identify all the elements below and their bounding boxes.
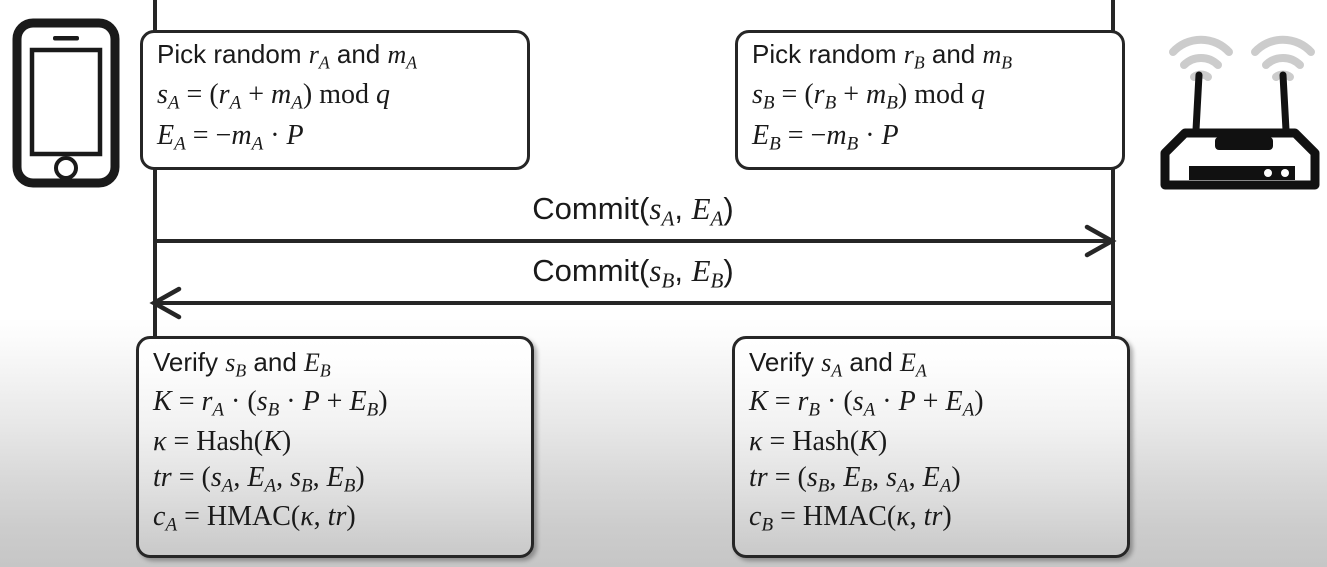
note-line: Verify sB and EB [153,347,331,381]
note-line: sB = (rB + mB) mod q [752,78,985,114]
lifeline-client-segment-2 [153,165,157,340]
note-line: κ = Hash(K) [749,425,888,457]
wifi-signal-icon [1169,35,1233,81]
router-antenna-left [1192,71,1203,134]
note-confirm-client: Verify sB and EB K = rA · (sB · P + EB) … [136,336,534,558]
message-label-commit-a: Commit(sA, EA) [532,191,734,231]
lifeline-client-segment-1 [153,0,157,40]
note-commit-router: Pick random rB and mB sB = (rB + mB) mod… [735,30,1125,170]
note-line: EB = −mB · P [752,119,899,155]
note-line: Pick random rB and mB [752,39,1013,73]
note-line: Pick random rA and mA [157,39,418,73]
arrow-left-icon [149,286,183,325]
note-line: EA = −mA · P [157,119,304,155]
message-arrow-commit-a [155,239,1113,243]
note-line: sA = (rA + mA) mod q [157,78,390,114]
wifi-router-icon-svg [1160,35,1320,190]
router-top-panel [1215,137,1273,150]
smartphone-icon-svg [12,18,120,188]
phone-speaker-slot [53,36,79,41]
note-line: tr = (sA, EA, sB, EB) [153,461,365,497]
note-line: Verify sA and EA [749,347,927,381]
message-label-commit-b: Commit(sB, EB) [532,253,734,293]
note-line: tr = (sB, EB, sA, EA) [749,461,961,497]
router-led-2 [1281,169,1289,177]
note-confirm-router: Verify sA and EA K = rB · (sA · P + EA) … [732,336,1130,558]
router-led-1 [1264,169,1272,177]
note-line: K = rA · (sB · P + EB) [153,385,388,421]
note-line: cA = HMAC(κ, tr) [153,501,356,537]
note-line: κ = Hash(K) [153,425,292,457]
message-arrow-commit-b [155,301,1113,305]
router-antenna-right [1279,71,1290,134]
lifeline-router-segment-2 [1111,165,1115,340]
wifi-router-icon [1155,20,1325,192]
router-front-strip [1189,166,1295,180]
arrow-right-icon [1083,224,1117,263]
smartphone-icon [12,18,120,188]
wifi-signal-icon [1251,35,1315,81]
lifeline-router-segment-1 [1111,0,1115,40]
phone-screen [29,47,103,157]
note-line: cB = HMAC(κ, tr) [749,501,952,537]
note-line: K = rB · (sA · P + EA) [749,385,984,421]
phone-home-button [54,156,78,180]
note-commit-client: Pick random rA and mA sA = (rA + mA) mod… [140,30,530,170]
